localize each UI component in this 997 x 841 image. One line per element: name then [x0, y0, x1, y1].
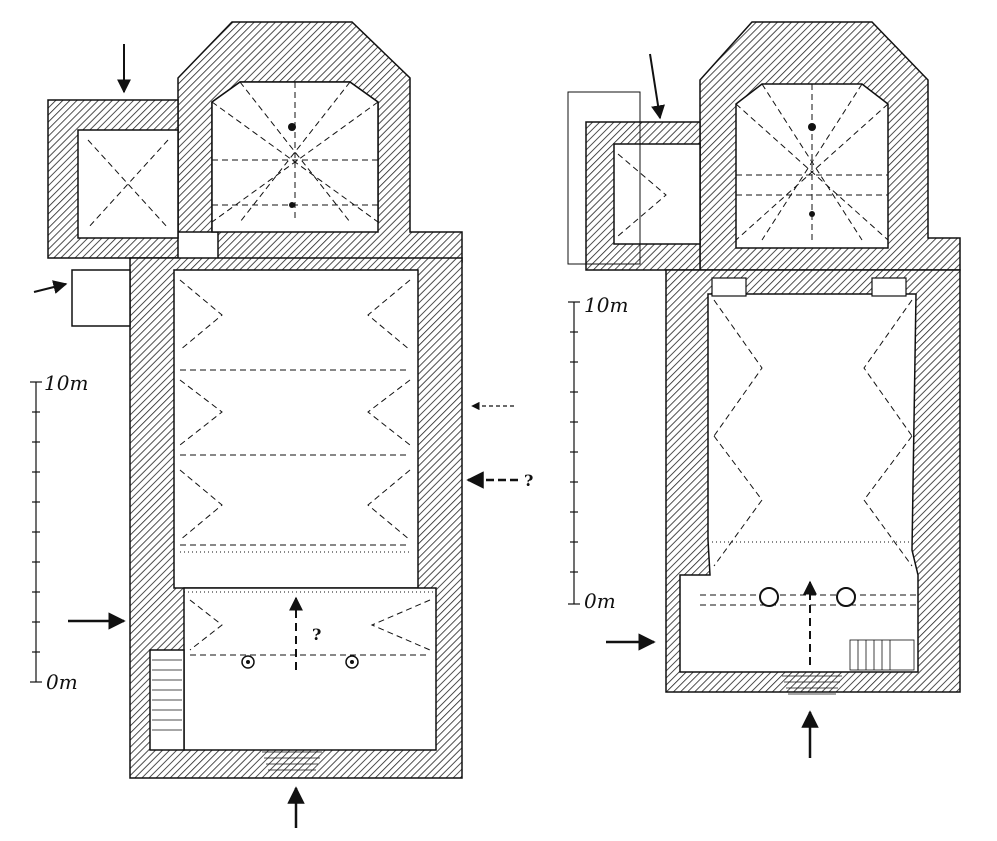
left-entrance-question-nave: ? [312, 625, 321, 644]
right-plan [585, 21, 961, 693]
left-vault-lines [87, 81, 431, 656]
left-plan [47, 21, 463, 779]
right-entrance-arrows [606, 53, 819, 758]
right-vault-lines [617, 83, 916, 606]
right-scale-bar [568, 301, 580, 605]
right-altars [711, 277, 907, 297]
right-scale-label-top: 10m [584, 293, 628, 317]
left-stair [152, 659, 322, 771]
right-stair [782, 639, 915, 695]
left-entrance-question-east: ? [524, 471, 533, 490]
left-scale-label-top: 10m [44, 371, 88, 395]
left-scale-label-bottom: 0m [46, 670, 78, 694]
left-scale-bar [30, 381, 42, 683]
right-scale-label-bottom: 0m [584, 589, 616, 613]
right-piers [759, 587, 856, 607]
left-entrance-arrows [33, 44, 518, 828]
